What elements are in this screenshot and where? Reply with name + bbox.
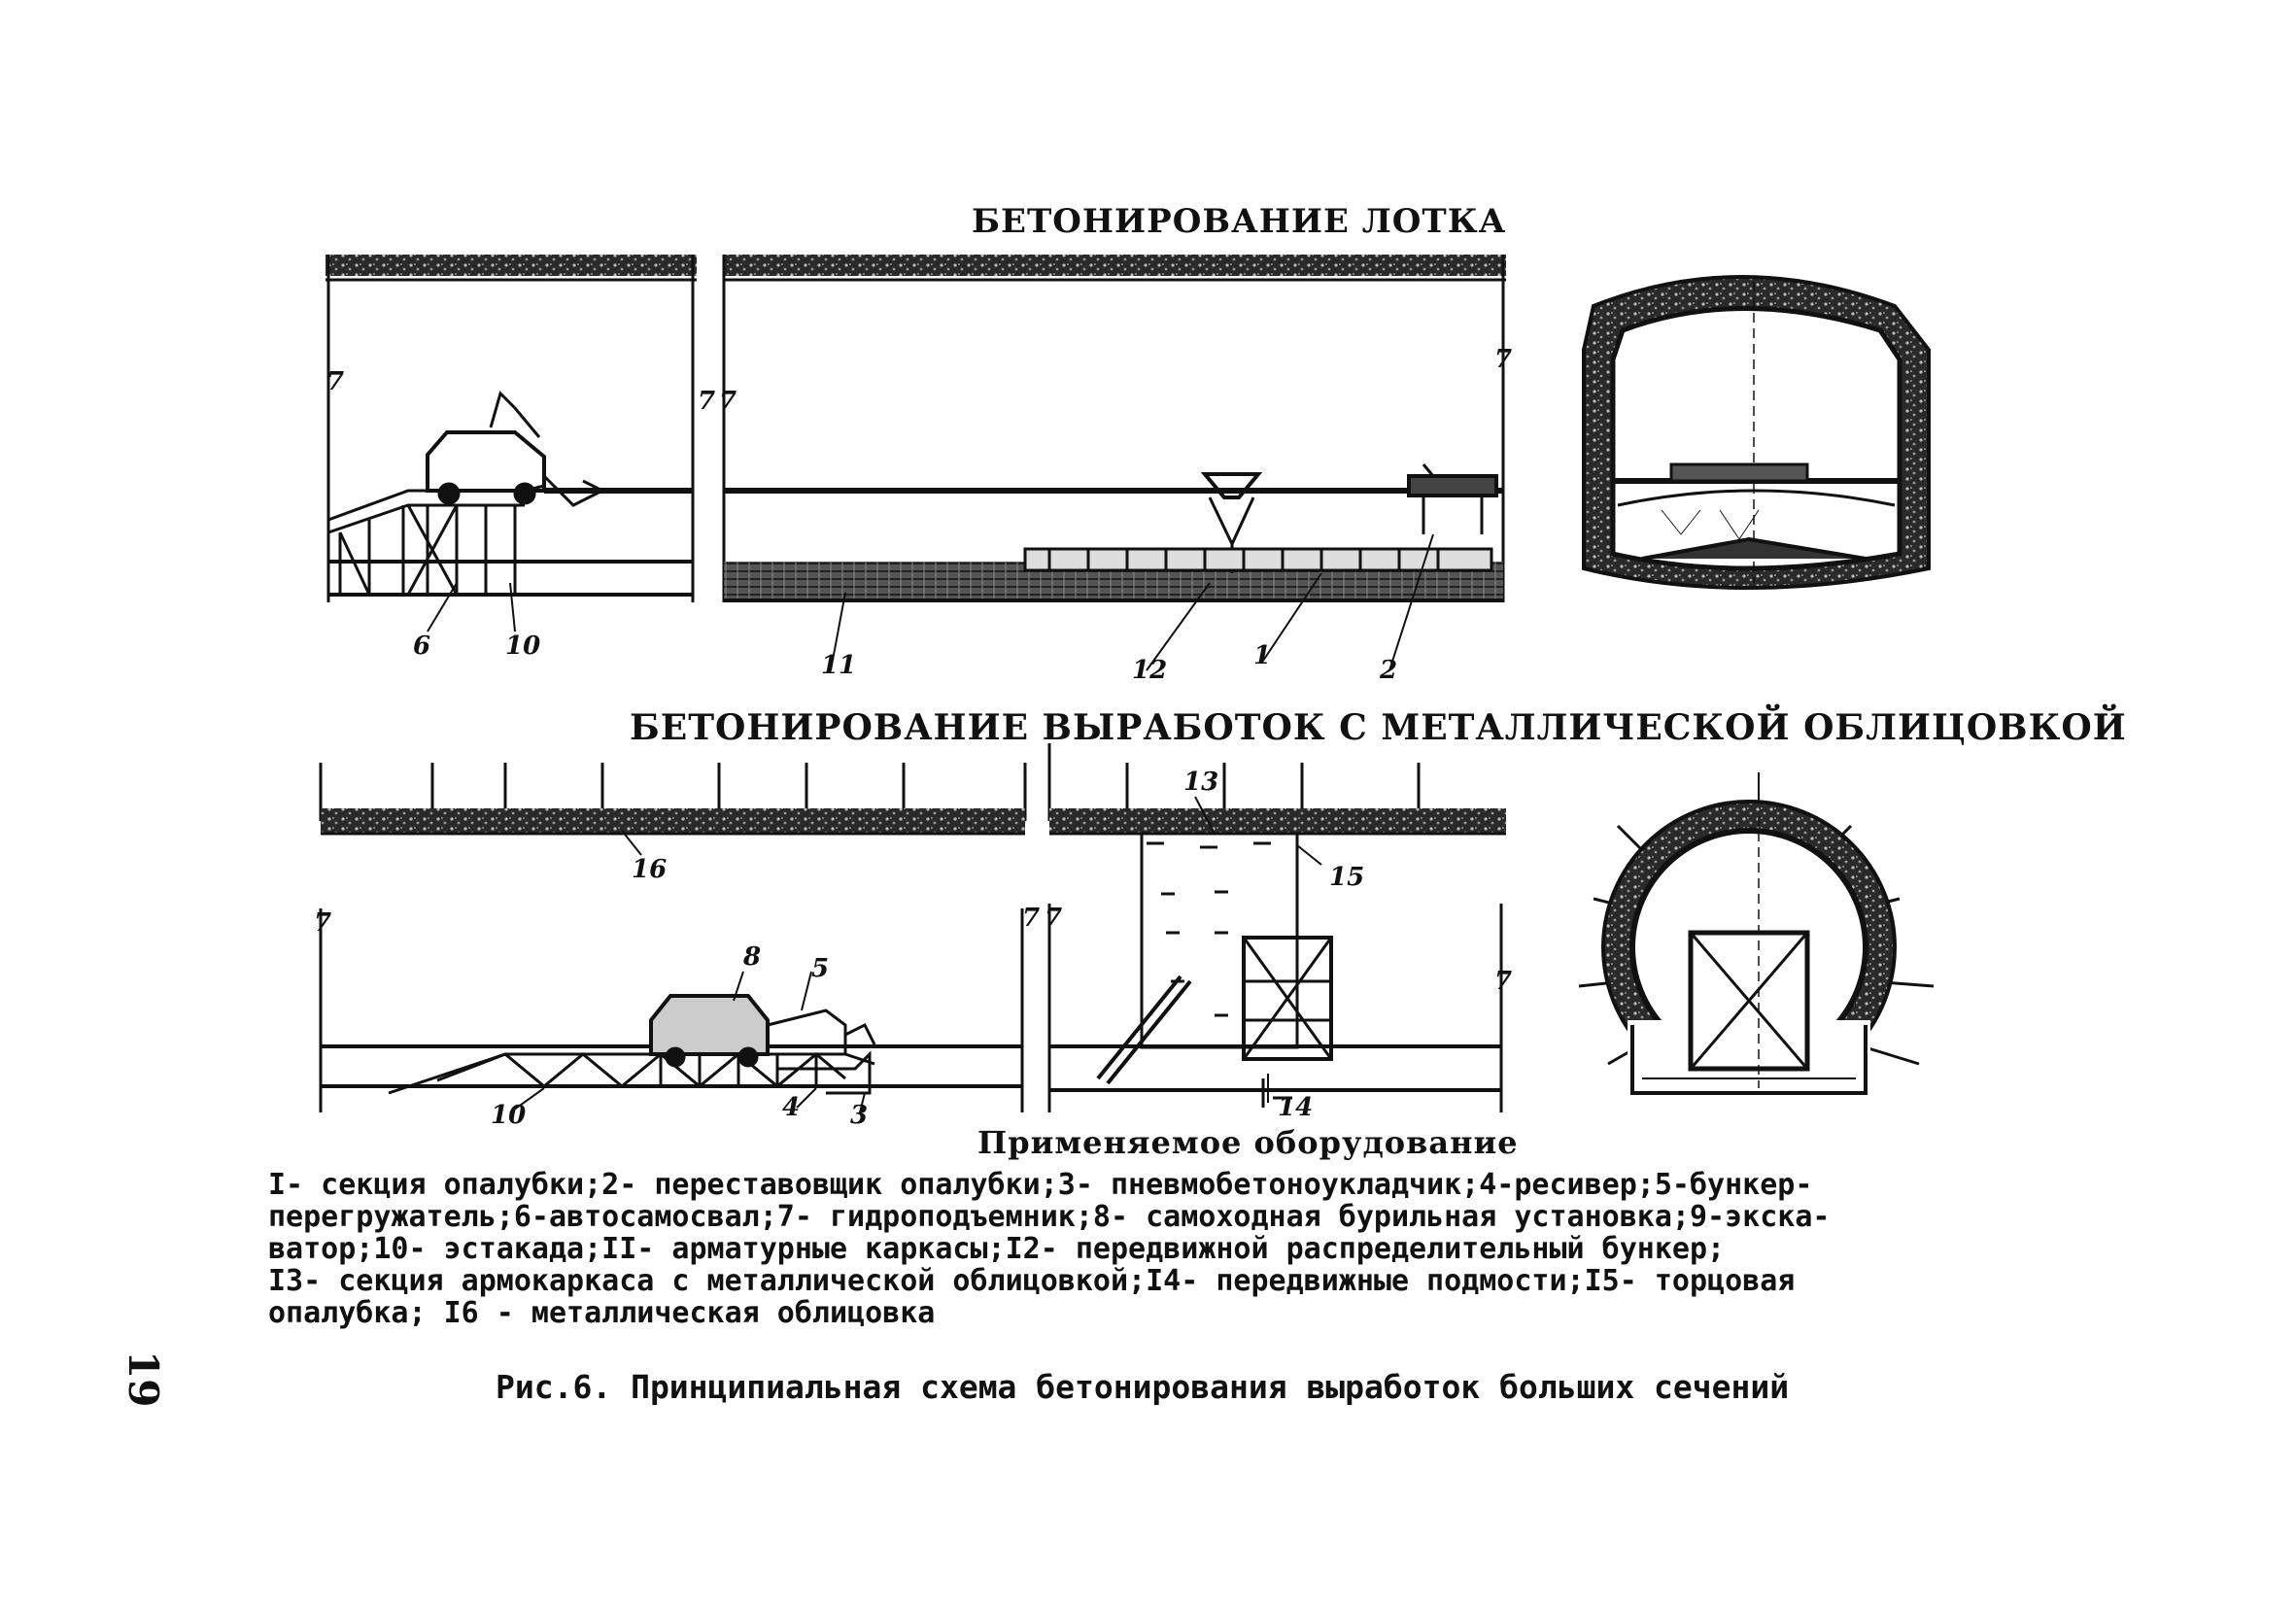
callout-label: 4 [782, 1093, 801, 1122]
trough-longitudinal-left [326, 255, 697, 602]
page-number: 19 [120, 1351, 167, 1408]
trough-cross-section [1582, 275, 1931, 590]
figure-caption: Рис.6. Принципиальная схема бетонировани… [496, 1368, 1790, 1406]
break-mark: 7 [326, 367, 345, 396]
callout-label: 10 [505, 632, 541, 661]
legend-line: ватор;10- эстакада;II- арматурные каркас… [268, 1232, 1726, 1266]
callout-label: 12 [1132, 656, 1168, 685]
callout-label: 10 [491, 1101, 527, 1130]
callout-label: 14 [1278, 1093, 1314, 1122]
lined-cross-section [1578, 772, 1935, 1095]
legend-line: опалубка; I6 - металлическая облицовка [268, 1296, 936, 1330]
callout-label: 5 [811, 954, 830, 983]
legend-line: I- секция опалубки;2- переставовщик опал… [268, 1168, 1813, 1202]
section-title-lined-workings: БЕТОНИРОВАНИЕ ВЫРАБОТОК С МЕТАЛЛИЧЕСКОЙ … [630, 707, 2127, 748]
equipment-legend: I- секция опалубки;2- переставовщик опал… [268, 1169, 1830, 1329]
legend-line: I3- секция армокаркаса с металлической о… [268, 1264, 1796, 1298]
break-mark: 7 [698, 387, 716, 416]
callout-label: 8 [743, 942, 762, 972]
callout-label: 16 [632, 855, 668, 884]
callout-label: 11 [821, 651, 857, 680]
callout-label: 1 [1253, 641, 1272, 670]
trough-longitudinal-middle [722, 255, 1506, 602]
lined-longitudinal-left [319, 763, 1027, 1112]
callout-label: 6 [413, 632, 431, 661]
break-mark: 7 [1494, 345, 1513, 374]
callout-label: 15 [1329, 863, 1365, 892]
break-mark: 7 [1494, 967, 1513, 996]
lined-longitudinal-right [1047, 743, 1506, 1112]
callout-label: 3 [850, 1101, 869, 1130]
callout-label: 13 [1183, 768, 1219, 797]
section-title-trough-concreting: БЕТОНИРОВАНИЕ ЛОТКА [972, 202, 1507, 241]
break-mark: 7 [719, 387, 737, 416]
break-mark: 7 [314, 908, 332, 938]
break-mark: 7 [1022, 904, 1041, 933]
legend-line: перегружатель;6-автосамосвал;7- гидропод… [268, 1200, 1831, 1234]
break-mark: 7 [1045, 904, 1063, 933]
equipment-heading: Применяемое оборудование [977, 1124, 1519, 1161]
callout-label: 2 [1380, 656, 1398, 685]
